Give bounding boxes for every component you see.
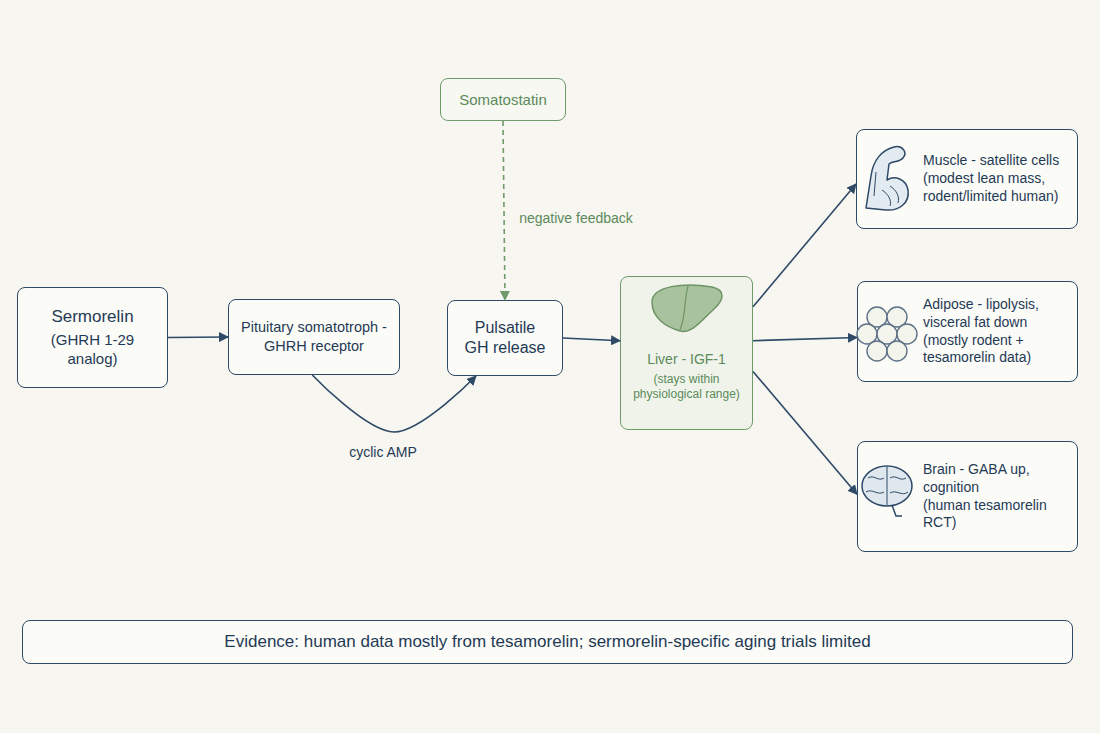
brain-fold — [890, 477, 906, 479]
edge-label: negative feedback — [519, 210, 633, 226]
target-box: Muscle - satellite cells(modest lean mas… — [856, 129, 1078, 229]
fat-cell — [867, 341, 887, 361]
brain-fold — [887, 467, 888, 505]
fat-cell — [877, 324, 897, 344]
liver-lobe-line — [680, 286, 688, 330]
liver-shape — [652, 285, 722, 331]
feedback-arrow — [503, 121, 505, 300]
target-label: Brain - GABA up, cognition — [923, 461, 1071, 497]
box-label: Pituitary somatotroph - GHRH receptor — [237, 318, 391, 355]
muscle-fiber — [890, 186, 899, 203]
connector-arrow — [753, 338, 857, 341]
connector-arrow — [753, 184, 856, 307]
brain-shape — [862, 466, 912, 506]
icon-layer — [652, 147, 917, 516]
target-box: Adipose - lipolysis, visceral fat down(m… — [857, 281, 1078, 382]
target-label: Adipose - lipolysis, visceral fat down — [923, 296, 1071, 332]
drug-box: Sermorelin(GHRH 1-29 analog) — [17, 287, 168, 388]
fat-cell — [887, 341, 907, 361]
inhibitor-box: Somatostatin — [440, 78, 566, 121]
brain-fold — [868, 477, 884, 479]
evidence-band: Evidence: human data mostly from tesamor… — [22, 620, 1073, 664]
target-box: Brain - GABA up, cognition(human tesamor… — [857, 441, 1078, 552]
brain-fold — [890, 492, 908, 494]
muscle-icon — [866, 147, 908, 210]
drug-note: (GHRH 1-29 analog) — [24, 330, 161, 368]
evidence-note: Evidence: human data mostly from tesamor… — [224, 631, 870, 653]
brain-stem — [892, 505, 902, 516]
connector-arrow — [312, 375, 476, 432]
organ-box: Liver - IGF-1 (stays within physiological… — [620, 276, 753, 430]
muscle-fiber — [882, 190, 891, 206]
connector-arrow — [753, 371, 857, 494]
target-label: Muscle - satellite cells — [923, 152, 1059, 170]
adipose-icon — [857, 307, 917, 361]
brain-icon — [862, 466, 912, 516]
target-note: (human tesamorelin RCT) — [923, 497, 1071, 533]
fat-cell — [897, 324, 917, 344]
arm-shape — [866, 147, 908, 210]
fat-cell — [857, 324, 877, 344]
connector-arrow — [563, 338, 620, 341]
edge-label: cyclic AMP — [349, 444, 417, 460]
box-label: Pulsatile GH release — [464, 318, 546, 359]
connector-arrow — [168, 336, 228, 338]
target-note: (modest lean mass, rodent/limited human) — [923, 170, 1071, 206]
fat-cell — [867, 307, 887, 327]
muscle-fiber — [874, 172, 876, 196]
drug-name: Sermorelin — [51, 306, 133, 328]
receptor-box: Pituitary somatotroph - GHRH receptor — [228, 299, 400, 375]
edge-group — [168, 121, 857, 494]
brain-fold — [866, 491, 884, 493]
liver-icon — [652, 285, 722, 331]
organ-note: (stays within physiological range) — [627, 372, 746, 403]
box-label: Somatostatin — [459, 90, 547, 109]
target-note: (mostly rodent + tesamorelin data) — [923, 332, 1071, 368]
organ-label: Liver - IGF-1 — [647, 351, 726, 369]
process-box: Pulsatile GH release — [447, 300, 563, 376]
fat-cell — [887, 307, 907, 327]
